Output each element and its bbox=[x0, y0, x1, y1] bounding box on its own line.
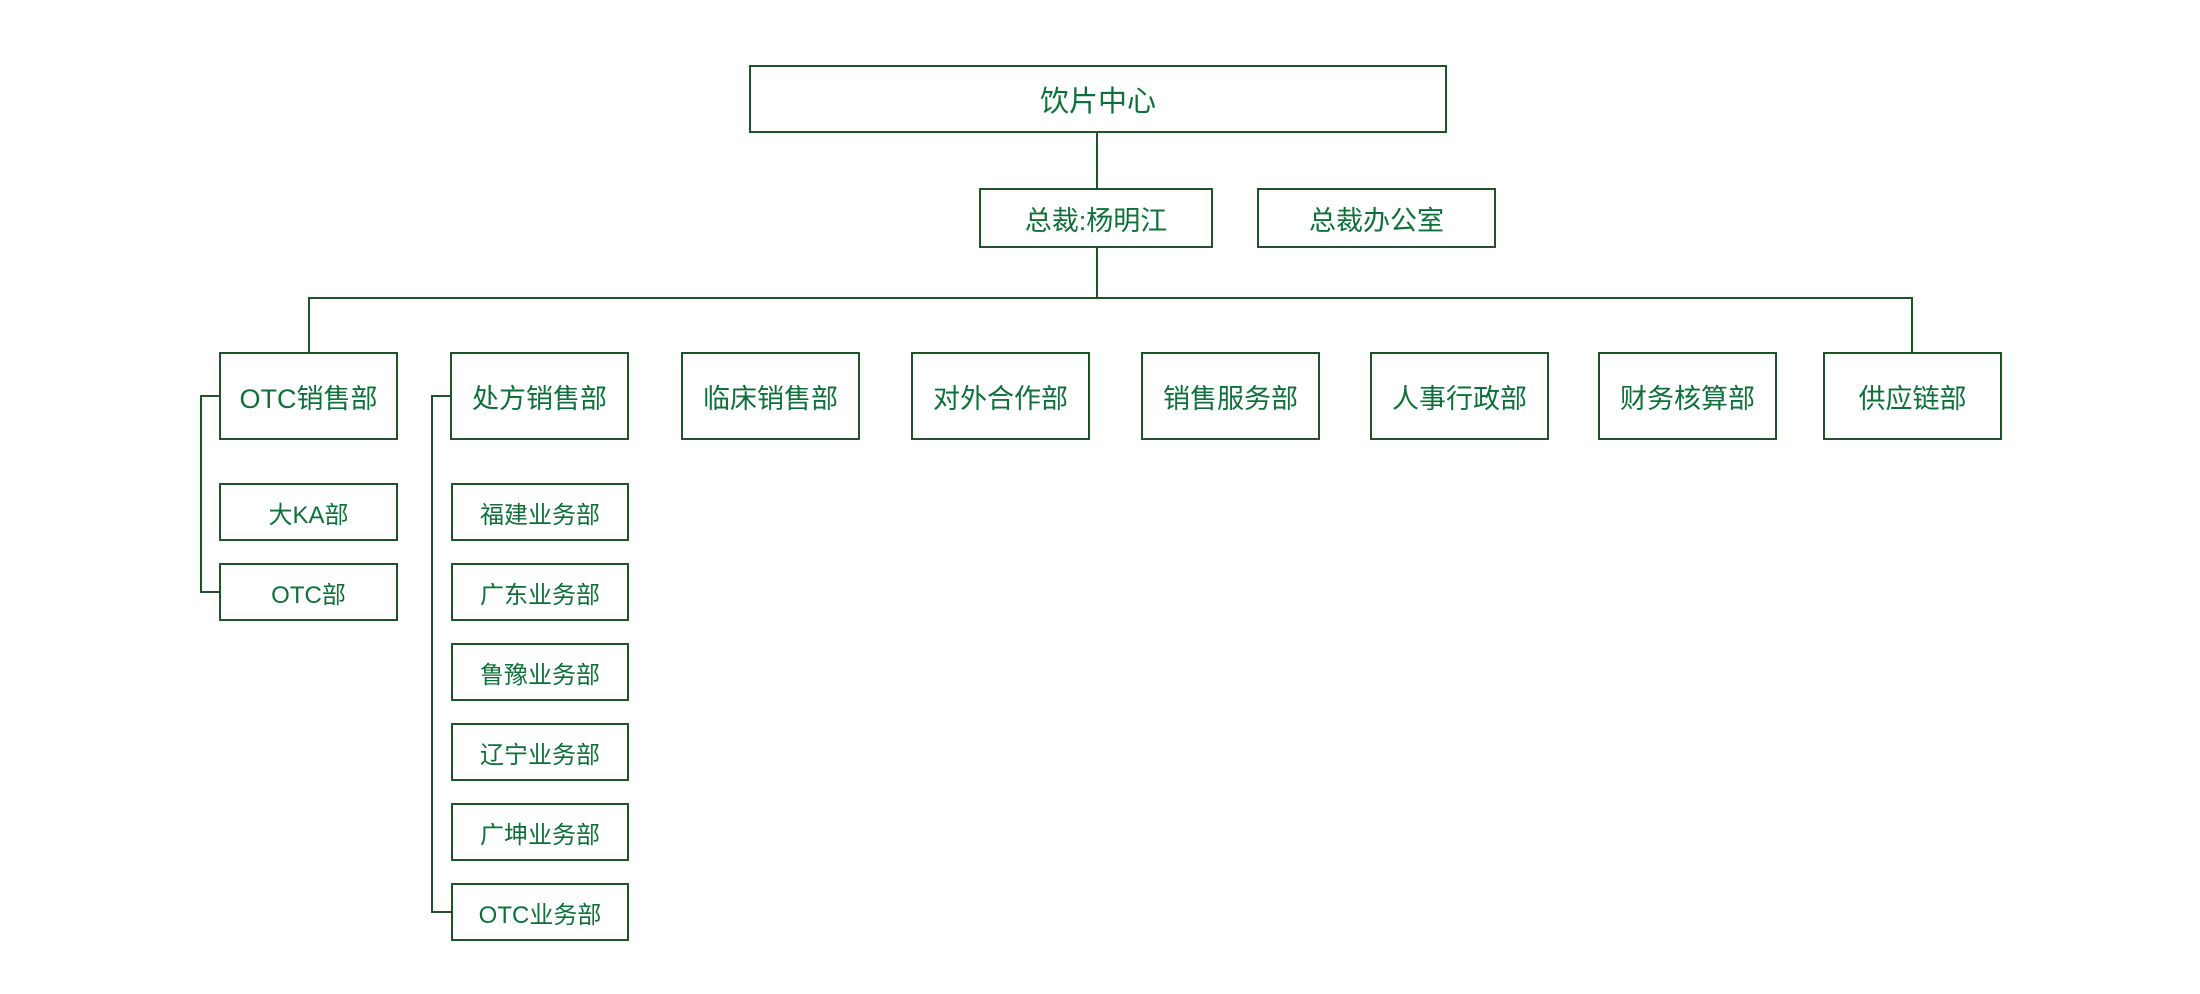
connector-rx-bracket-top bbox=[431, 395, 451, 397]
org-node-root-label: 饮片中心 bbox=[1039, 86, 1156, 118]
org-node-dept-label: 供应链部 bbox=[1858, 383, 1967, 414]
org-node-dept-clinical-sales[interactable]: 临床销售部 bbox=[681, 352, 860, 440]
org-node-fujian-business[interactable]: 福建业务部 bbox=[451, 483, 629, 541]
org-node-dept-hr-admin[interactable]: 人事行政部 bbox=[1370, 352, 1549, 440]
org-node-child-label: 鲁豫业务部 bbox=[480, 661, 600, 689]
org-node-dept-label: OTC销售部 bbox=[239, 383, 378, 414]
org-node-child-label: 广东业务部 bbox=[480, 581, 600, 609]
org-node-president-label: 总裁:杨明江 bbox=[1024, 205, 1168, 236]
org-node-child-label: OTC部 bbox=[271, 581, 346, 609]
org-node-dept-external-cooperation[interactable]: 对外合作部 bbox=[911, 352, 1090, 440]
connector-otc-bracket-bottom bbox=[200, 591, 219, 593]
org-node-child-label: 大KA部 bbox=[268, 501, 349, 529]
org-node-dept-otc-sales[interactable]: OTC销售部 bbox=[219, 352, 398, 440]
org-node-president-office[interactable]: 总裁办公室 bbox=[1257, 188, 1496, 248]
org-node-president-office-label: 总裁办公室 bbox=[1309, 205, 1444, 236]
connector-rx-bracket-bottom bbox=[431, 911, 451, 913]
connector-president-to-trunk bbox=[1096, 247, 1098, 297]
org-node-dept-rx-sales[interactable]: 处方销售部 bbox=[450, 352, 629, 440]
org-node-dept-label: 对外合作部 bbox=[933, 383, 1068, 414]
org-node-child-label: 广坤业务部 bbox=[480, 821, 600, 849]
connector-main-horizontal bbox=[308, 297, 1913, 299]
org-node-dept-supply-chain[interactable]: 供应链部 bbox=[1823, 352, 2002, 440]
org-node-root[interactable]: 饮片中心 bbox=[749, 65, 1447, 133]
org-node-dept-label: 临床销售部 bbox=[703, 383, 838, 414]
connector-drop-otc-sales bbox=[308, 297, 310, 352]
org-node-otc-business[interactable]: OTC业务部 bbox=[451, 883, 629, 941]
org-node-dept-label: 处方销售部 bbox=[472, 383, 607, 414]
org-node-liaoning-business[interactable]: 辽宁业务部 bbox=[451, 723, 629, 781]
org-node-child-label: OTC业务部 bbox=[478, 901, 602, 929]
org-node-dept-sales-service[interactable]: 销售服务部 bbox=[1141, 352, 1320, 440]
org-node-dept-label: 人事行政部 bbox=[1392, 383, 1527, 414]
org-node-otc[interactable]: OTC部 bbox=[219, 563, 398, 621]
org-node-dept-label: 销售服务部 bbox=[1163, 383, 1298, 414]
org-node-dept-finance-accounting[interactable]: 财务核算部 bbox=[1598, 352, 1777, 440]
connector-otc-bracket-vertical bbox=[200, 395, 202, 593]
org-node-luyu-business[interactable]: 鲁豫业务部 bbox=[451, 643, 629, 701]
org-node-big-ka[interactable]: 大KA部 bbox=[219, 483, 398, 541]
org-node-guangdong-business[interactable]: 广东业务部 bbox=[451, 563, 629, 621]
connector-drop-supply-chain bbox=[1911, 297, 1913, 352]
connector-root-to-president bbox=[1096, 133, 1098, 188]
connector-otc-bracket-top bbox=[200, 395, 219, 397]
connector-rx-bracket-vertical bbox=[431, 395, 433, 913]
org-node-dept-label: 财务核算部 bbox=[1620, 383, 1755, 414]
org-node-child-label: 福建业务部 bbox=[480, 501, 600, 529]
org-node-child-label: 辽宁业务部 bbox=[480, 741, 600, 769]
org-node-president[interactable]: 总裁:杨明江 bbox=[979, 188, 1213, 248]
org-node-guangkun-business[interactable]: 广坤业务部 bbox=[451, 803, 629, 861]
